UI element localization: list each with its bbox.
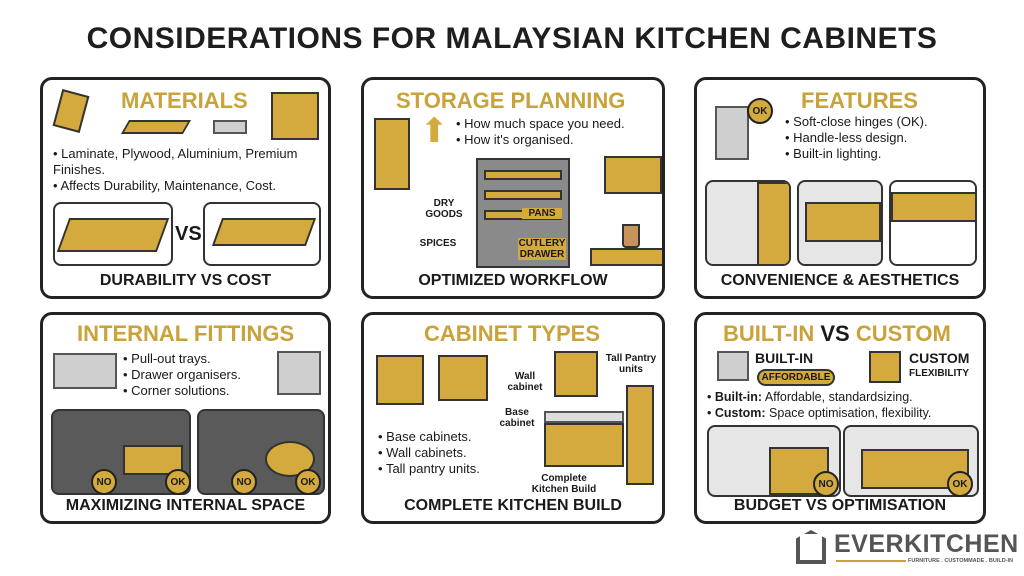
logo-name: EVERKITCHEN (834, 530, 1019, 558)
label-dry-goods: DRY GOODS (425, 198, 463, 220)
ok-badge: OK (295, 469, 321, 495)
kitchen-tall-unit (626, 385, 654, 485)
panel-builtin-custom: BUILT-IN VS CUSTOM BUILT-IN AFFORDABLE C… (694, 312, 986, 524)
page-title: CONSIDERATIONS FOR MALAYSIAN KITCHEN CAB… (86, 22, 938, 55)
hinge-scene (705, 180, 791, 266)
label-spices: SPICES (419, 238, 457, 249)
ok-badge: OK (747, 98, 773, 124)
label-complete-build: Complete Kitchen Build (531, 473, 597, 495)
label-base-cabinet: Base cabinet (499, 407, 535, 429)
panel-caption: CONVENIENCE & AESTHETICS (720, 272, 960, 289)
panel-title: CABINET TYPES (424, 321, 601, 346)
tall-cabinet-icon (374, 118, 410, 190)
panel-storage: STORAGE PLANNING ⬆ How much space you ne… (361, 77, 665, 299)
handleless-scene (797, 180, 883, 266)
vs-label: VS (175, 223, 202, 245)
counter-icon (590, 248, 662, 266)
affordable-badge: AFFORDABLE (757, 369, 835, 386)
label-cutlery-drawer: CUTLERY DRAWER (518, 238, 566, 260)
no-badge: NO (91, 469, 117, 495)
materials-bullets: Laminate, Plywood, Aluminium, Premium Fi… (53, 146, 328, 194)
no-badge: NO (231, 469, 257, 495)
kitchen-base-units (544, 423, 624, 467)
panel-title: MATERIALS (121, 88, 248, 113)
panel-title: STORAGE PLANNING (396, 88, 626, 113)
panel-materials: MATERIALS Laminate, Plywood, Aluminium, … (40, 77, 331, 299)
label-wall-cabinet: Wall cabinet (507, 371, 543, 393)
countertop (544, 411, 624, 423)
corner-cabinet-scene (197, 409, 325, 495)
aluminium-icon (213, 120, 247, 134)
logo-tagline: FURNITURE . CUSTOMMADE . BUILD-IN (908, 558, 1014, 564)
builtin-label: BUILT-IN (755, 350, 814, 366)
types-bullets: Base cabinets. Wall cabinets. Tall pantr… (378, 429, 518, 477)
fittings-bullets: Pull-out trays. Drawer organisers. Corne… (123, 351, 283, 399)
plywood-sample (53, 202, 173, 266)
premium-finish-icon (271, 92, 319, 140)
panel-caption: OPTIMIZED WORKFLOW (418, 272, 608, 289)
wall-cabinet-icon (604, 156, 662, 194)
arrow-up-icon: ⬆ (420, 112, 449, 150)
panel-title: BUILT-IN VS CUSTOM (723, 321, 951, 346)
logo-underline (836, 560, 906, 562)
swatch-fan-icon (52, 89, 90, 133)
corner-solution-icon (277, 351, 321, 395)
panel-features: OK FEATURES Soft-close hinges (OK). Hand… (694, 77, 986, 299)
label-tall-pantry: Tall Pantry units (600, 353, 662, 375)
panel-caption: COMPLETE KITCHEN BUILD (404, 497, 622, 514)
panel-caption: BUDGET VS OPTIMISATION (733, 497, 947, 514)
coffee-mug-icon (622, 224, 640, 248)
label-pans: PANS (522, 208, 562, 219)
ok-badge: OK (165, 469, 191, 495)
panel-types: CABINET TYPES Wall cabinet Tall Pantry u… (361, 312, 665, 524)
panel-title: INTERNAL FITTINGS (77, 321, 295, 346)
panel-caption: MAXIMIZING INTERNAL SPACE (65, 497, 306, 514)
no-badge: NO (813, 471, 839, 497)
everkitchen-logo: EVERKITCHEN FURNITURE . CUSTOMMADE . BUI… (796, 528, 1019, 572)
wall-cabinet-icon (438, 355, 488, 401)
lighting-scene (889, 180, 977, 266)
builtin-bullets: Built-in: Affordable, standardsizing. Cu… (707, 389, 983, 421)
oven-icon (717, 351, 749, 381)
plywood-icon (120, 120, 192, 134)
hinge-icon (715, 106, 749, 160)
drawer-organiser-icon (53, 353, 117, 389)
ok-badge: OK (947, 471, 973, 497)
laminate-sample (203, 202, 321, 266)
panel-fittings: INTERNAL FITTINGS Pull-out trays. Drawer… (40, 312, 331, 524)
kitchen-wall-units (554, 351, 598, 397)
base-cabinet-icon (376, 355, 424, 405)
custom-resize-icon (869, 351, 901, 383)
panel-title: FEATURES (801, 88, 918, 113)
panel-caption: DURABILITY VS COST (99, 272, 272, 289)
features-bullets: Soft-close hinges (OK). Handle-less desi… (785, 114, 983, 162)
storage-bullets: How much space you need. How it's organi… (456, 116, 662, 148)
custom-label: CUSTOM (909, 350, 970, 366)
flexibility-label: FLEXIBILITY (909, 368, 969, 379)
house-logo-icon (796, 530, 826, 564)
